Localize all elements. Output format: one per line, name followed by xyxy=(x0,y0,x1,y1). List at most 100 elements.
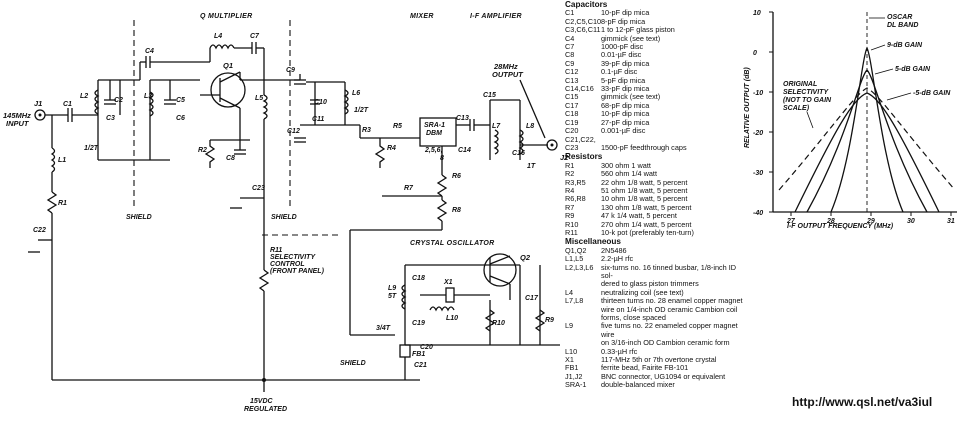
misc-row-value: forms, close spaced xyxy=(601,313,666,323)
control-label-4: (FRONT PANEL) xyxy=(270,268,325,275)
misc-row-value: 117-MHz 5th or 7th overtone crystal xyxy=(601,355,717,365)
j2-connector xyxy=(546,139,558,151)
input-label-2: INPUT xyxy=(6,119,30,128)
c21-label: C21 xyxy=(414,362,427,369)
capacitor-row-ref: C2,C5,C10 xyxy=(565,16,602,26)
misc-row-value: thirteen turns no. 28 enamel copper magn… xyxy=(601,296,743,306)
x-tick-label: 27 xyxy=(786,218,796,225)
gainm5-label: -5-dB GAIN xyxy=(913,90,951,97)
x1-label: X1 xyxy=(443,279,453,286)
c17-label: C17 xyxy=(525,295,539,302)
capacitor-row-value: 39-pF dip mica xyxy=(601,58,650,68)
resistor-row-value: 560 ohm 1/4 watt xyxy=(601,169,657,179)
q1-label: Q1 xyxy=(223,61,233,70)
misc-row-value: on 3/16-inch OD Cambion ceramic form xyxy=(601,338,730,348)
misc-row-value: BNC connector, UG1094 or equivalent xyxy=(601,371,726,381)
c9-label: C9 xyxy=(286,67,295,74)
capacitor-row-ref: C7 xyxy=(565,42,575,52)
mixer-line2: DBM xyxy=(426,130,442,137)
capacitor-row-value: 0.01-µF disc xyxy=(601,50,642,60)
resistor-row-ref: R11 xyxy=(565,227,578,237)
curve-5db xyxy=(806,69,928,213)
section-if-amplifier: I-F AMPLIFIER xyxy=(470,13,522,20)
oscar-label-2: DL BAND xyxy=(887,22,918,29)
capacitor-row-ref: C12 xyxy=(565,67,579,77)
capacitor-row: C7 1000-pF disc xyxy=(565,42,743,52)
capacitor-row-value: 1000-pF disc xyxy=(601,42,644,52)
misc-row: L4 neutralizing coil (see text) xyxy=(565,287,743,297)
c19-label: C19 xyxy=(412,320,425,327)
capacitor-row-ref: C15 xyxy=(565,92,579,102)
c10-label: C10 xyxy=(314,99,327,106)
capacitor-row-value: 1 to 12-pF glass piston xyxy=(601,25,675,35)
q1-transistor-symbol xyxy=(210,72,246,108)
misc-row-ref: X1 xyxy=(565,355,574,365)
c13-label: C13 xyxy=(456,115,469,122)
source-url[interactable]: http://www.qsl.net/va3iul xyxy=(792,395,933,409)
c4-label: C4 xyxy=(145,48,154,55)
misc-row: on 3/16-inch OD Cambion ceramic form xyxy=(565,338,743,348)
capacitor-row-value: 68-pF dip mica xyxy=(601,100,650,110)
c14-label: C14 xyxy=(458,147,471,154)
resistor-row-value: 300 ohm 1 watt xyxy=(601,160,651,170)
misc-row-value: five turns no. 22 enameled copper magnet… xyxy=(601,321,738,339)
power-label-1: 15VDC xyxy=(250,398,274,405)
c5-label: C5 xyxy=(176,97,185,104)
misc-row-ref xyxy=(565,306,601,314)
l8-tap-label: 1T xyxy=(527,163,536,170)
orig-label-2: SELECTIVITY xyxy=(783,89,829,96)
misc-heading: Miscellaneous xyxy=(565,237,621,247)
section-mixer: MIXER xyxy=(410,13,434,20)
misc-row-ref: L4 xyxy=(565,287,574,297)
capacitor-row-ref: C1 xyxy=(565,8,575,18)
misc-row-value: 2N5486 xyxy=(601,245,627,255)
r5-label: R5 xyxy=(393,123,402,130)
capacitor-row: C21,C22, xyxy=(565,135,743,144)
c16-label: C16 xyxy=(512,150,525,157)
output-label-2: OUTPUT xyxy=(492,70,524,79)
orig-label-4: SCALE) xyxy=(783,105,810,112)
x-tick-label: 30 xyxy=(907,218,915,225)
r8-label: R8 xyxy=(452,207,461,214)
resistor-row-ref: R10 xyxy=(565,219,579,229)
l6-tap-label: 1/2T xyxy=(354,107,369,114)
x-tick-label: 31 xyxy=(947,218,955,225)
capacitor-row-value: 8-pF dip mica xyxy=(601,16,646,26)
resistor-row-value: 130 ohm 1/8 watt, 5 percent xyxy=(601,202,692,212)
r2-label: R2 xyxy=(198,147,207,154)
c11-label: C11 xyxy=(312,116,324,123)
c20-label: C20 xyxy=(420,344,433,351)
capacitor-row-ref: C9 xyxy=(565,58,575,68)
output-label-1: 28MHz xyxy=(493,62,518,71)
misc-row: X1 117-MHz 5th or 7th overtone crystal xyxy=(565,355,743,365)
control-label-3: CONTROL xyxy=(270,261,305,268)
l2-label: L2 xyxy=(80,93,88,100)
capacitor-row-ref: C3,C6,C11 xyxy=(565,25,601,35)
misc-row-ref: L1,L5 xyxy=(565,254,584,264)
misc-row: dered to glass piston trimmers xyxy=(565,279,743,288)
r1-label: R1 xyxy=(58,200,67,207)
c1-label: C1 xyxy=(63,101,72,108)
capacitor-row-value: 27-pF dip mica xyxy=(601,117,650,127)
l10-label: L10 xyxy=(446,315,458,322)
shield-label-3: SHIELD xyxy=(340,360,366,367)
capacitor-row-ref: C19 xyxy=(565,117,579,127)
section-q-multiplier: Q MULTIPLIER xyxy=(200,13,252,20)
misc-row-value: neutralizing coil (see text) xyxy=(601,287,684,297)
orig-label-3: (NOT TO GAIN xyxy=(783,97,832,104)
mixer-pins: 2,5,6, xyxy=(424,147,443,154)
x-tick-label: 29 xyxy=(866,218,875,225)
